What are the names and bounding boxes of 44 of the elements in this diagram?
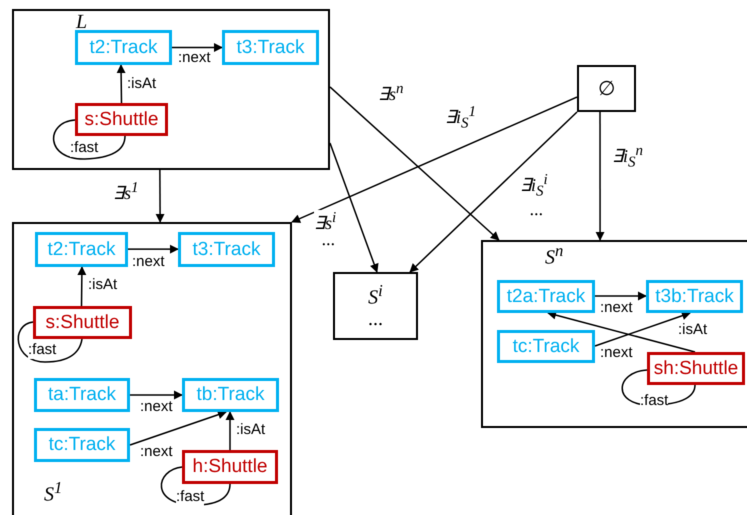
track-node: t3b:Track [646,280,743,313]
arrow [226,411,234,450]
arrow [172,43,223,52]
arrow [128,244,179,254]
shuttle-node: h:Shuttle [182,450,278,484]
track-node: t3:Track [178,232,275,267]
self-loop [18,321,83,363]
graph-name: S$^{n}$ [545,242,564,269]
track-node: ta:Track [34,378,130,412]
graph-box [577,65,636,112]
self-loop [53,119,126,160]
arrow [329,142,378,273]
shuttle-node: s:Shuttle [75,103,168,136]
arrow [156,170,165,223]
graph-frame [12,9,330,170]
arrow [116,64,126,104]
track-node: tc:Track [34,428,130,462]
arrow [595,292,647,300]
track-node: tb:Track [182,378,279,412]
edge-label: :fast [176,489,204,506]
graph-name: S$^{i}$ [368,282,383,308]
arrow [330,86,500,241]
arrow [409,111,578,273]
graph-name: L [76,11,88,33]
edge-label: :fast [70,140,98,156]
ellipsis: ... [368,308,383,330]
track-node: tc:Track [497,330,595,363]
arrow [130,410,227,446]
arrow [547,310,696,353]
graph-name: ∅ [598,78,615,100]
arrow [596,112,605,241]
track-node: t2a:Track [497,280,595,313]
arrow [594,311,691,347]
shuttle-node: s:Shuttle [33,306,132,339]
shuttle-node: sh:Shuttle [647,352,745,385]
graph-box [333,272,418,340]
graph-name: S$^{1}$ [44,479,62,506]
arrow [77,266,86,306]
track-node: t2:Track [35,232,128,267]
track-node: t3:Track [222,30,319,65]
edge-label: :fast [28,342,56,358]
arrow [291,96,578,223]
arrow [130,390,183,400]
track-node: t2:Track [75,30,172,65]
